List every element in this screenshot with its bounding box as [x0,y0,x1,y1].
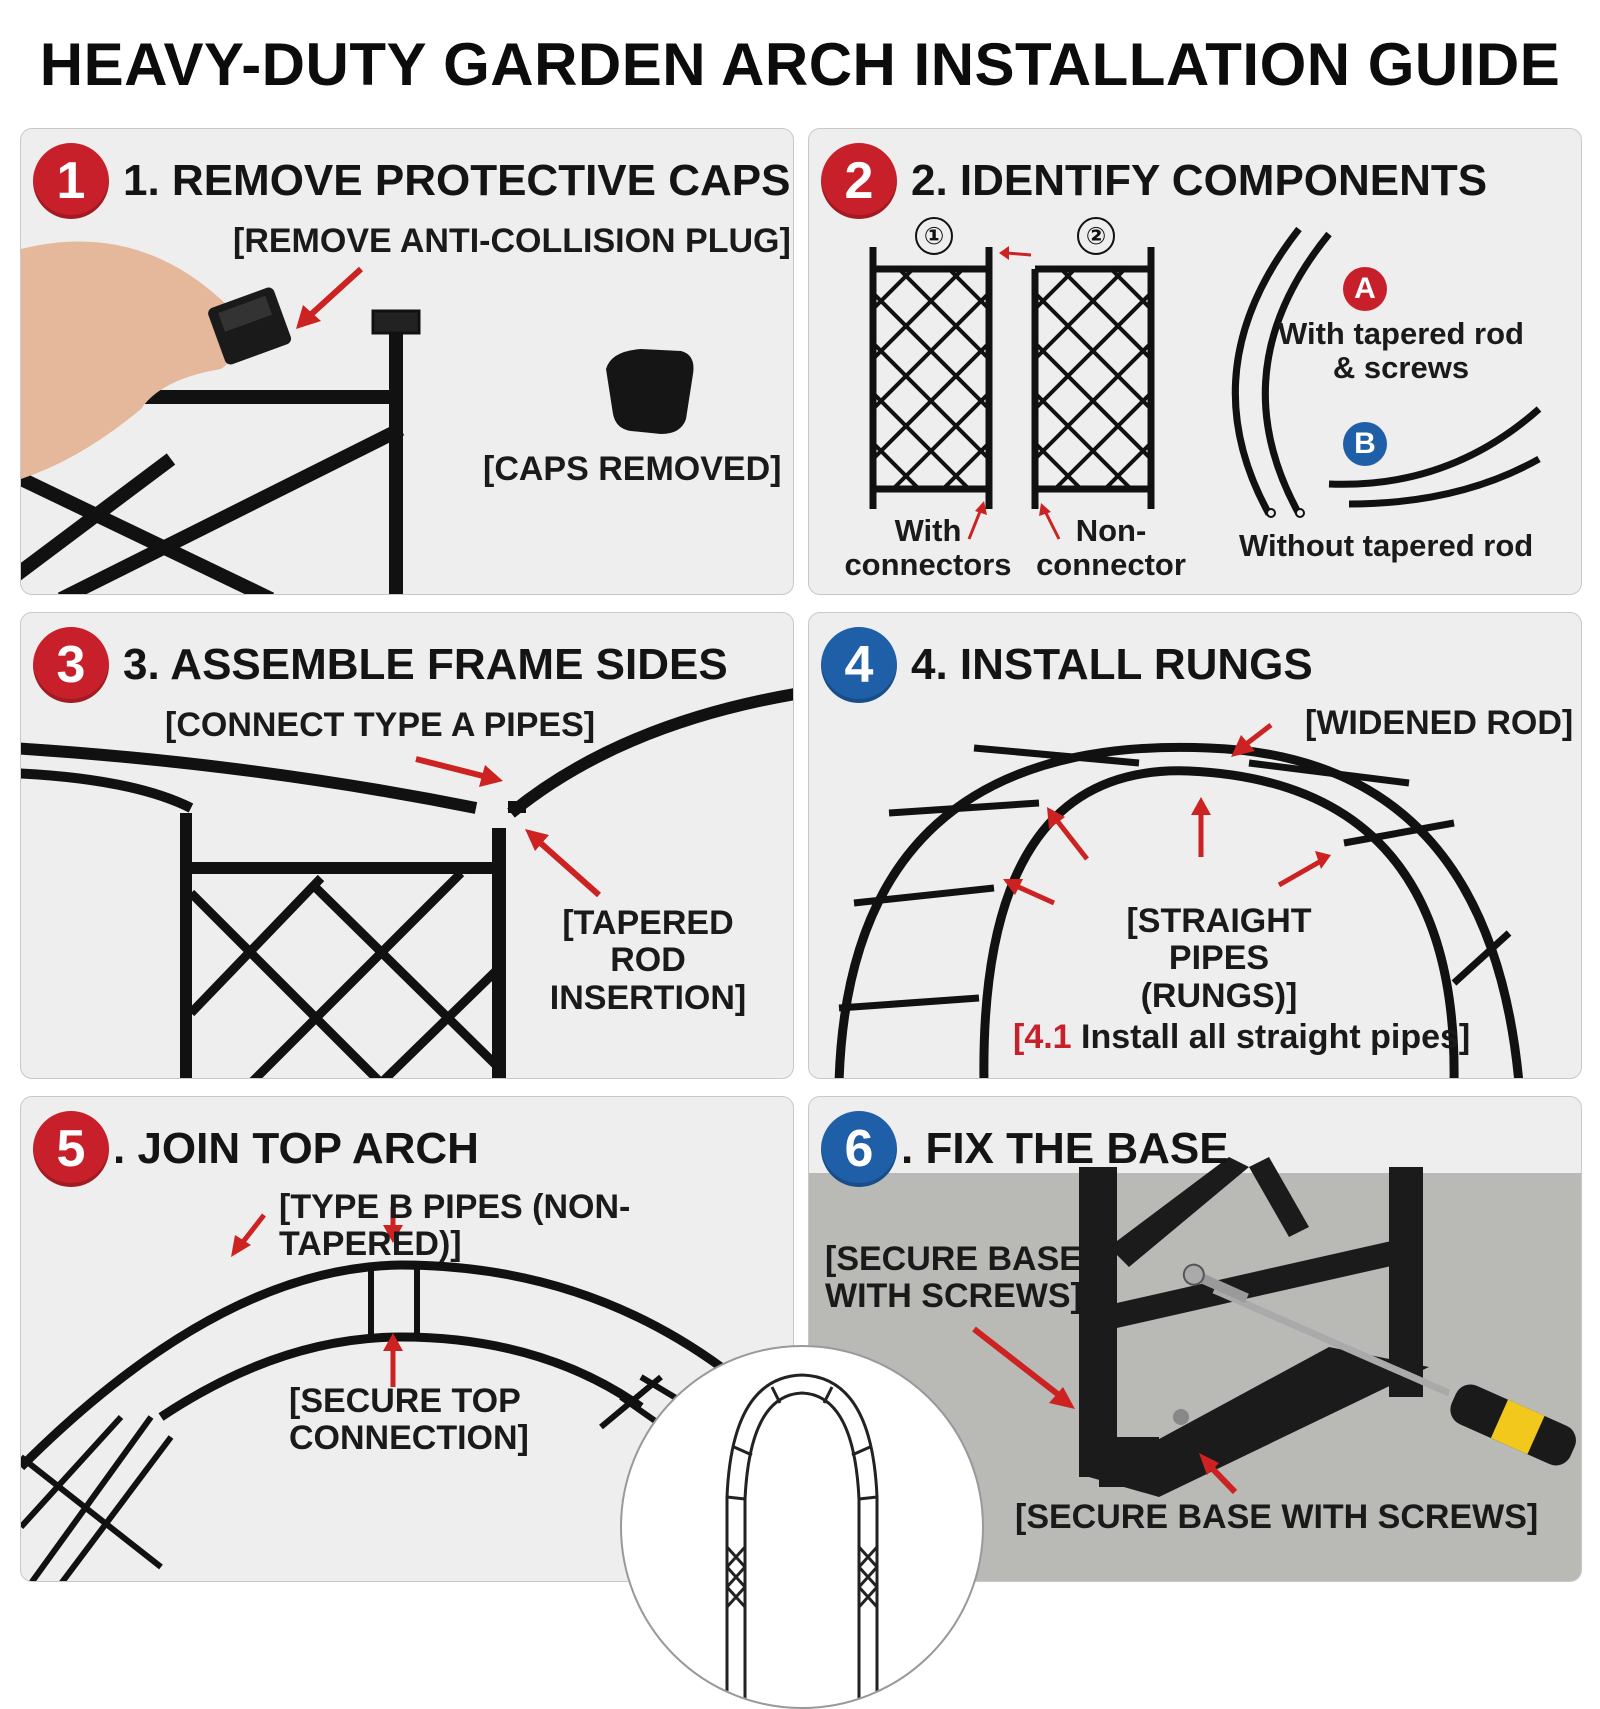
type-a-line-2: & screws [1332,350,1470,386]
finished-arch-inset [620,1345,984,1709]
non-connector-line-1: Non- [1075,513,1147,548]
step-3-illustration [21,688,793,1078]
step-1-panel: 1 1. REMOVE PROTECTIVE CAPS [REMOVE ANTI… [20,128,794,595]
secure-base-line-2: WITH SCREWS] [825,1277,1082,1316]
step-6-number-badge: 6 [821,1111,897,1187]
panel-1-marker: ① [915,217,953,255]
straight-pipes-line-1: [STRAIGHT PIPES [1126,902,1312,978]
secure-base-label: [SECURE BASE WITH SCREWS] [825,1240,1082,1316]
step-4-number-badge: 4 [821,627,897,703]
type-a-line-1: With tapered rod [1277,316,1524,351]
step-5-number-badge: 5 [33,1111,109,1187]
step-1-illustration [21,241,694,594]
step-6-heading: . FIX THE BASE [901,1124,1229,1173]
step-1-heading: 1. REMOVE PROTECTIVE CAPS [123,156,791,205]
page-title: HEAVY-DUTY GARDEN ARCH INSTALLATION GUID… [39,31,1561,98]
finished-arch-icon [725,1373,879,1707]
step-4-panel: 4 4. INSTALL RUNGS [WIDENED ROD] [STRAIG… [808,612,1582,1079]
with-connectors-line-1: With [894,513,962,548]
step-3-heading: 3. ASSEMBLE FRAME SIDES [123,640,728,689]
step-6-panel: 6 . FIX THE BASE [SECURE BASE WITH SCREW… [808,1096,1582,1582]
step-2-panel: 2 2. IDENTIFY COMPONENTS ① ② With connec… [808,128,1582,595]
type-a-badge: A [1343,267,1387,311]
substep-number: [4.1 [1013,1018,1072,1056]
type-b-badge: B [1343,422,1387,466]
step-3-panel: 3 3. ASSEMBLE FRAME SIDES [CONNECT TYPE … [20,612,794,1079]
step-5-heading: . JOIN TOP ARCH [113,1124,479,1173]
type-b-pipes-label: [TYPE B PIPES (NON-TAPERED)] [279,1188,631,1264]
secure-top-line-2: CONNECTION] [289,1419,529,1458]
secure-base-line-1: [SECURE BASE [825,1240,1082,1278]
tapered-rod-label: [TAPERED ROD INSERTION] [523,904,773,1017]
step-2-illustration [869,226,1542,540]
step-1-number-badge: 1 [33,143,109,219]
step-4-illustration [834,723,1523,1078]
secure-base-bottom-label: [SECURE BASE WITH SCREWS] [1015,1498,1539,1536]
install-all-label: [4.1 Install all straight pipes] [1013,1018,1471,1056]
step-2-number-badge: 2 [821,143,897,219]
widened-rod-label: [WIDENED ROD] [1305,704,1574,742]
caps-removed-label: [CAPS REMOVED] [483,450,782,488]
step-3-number-badge: 3 [33,627,109,703]
with-connectors-line-2: connectors [844,547,1012,583]
type-a-label: With tapered rod & screws [1271,316,1531,386]
step-4-heading: 4. INSTALL RUNGS [911,640,1313,689]
straight-pipes-line-2: (RUNGS)] [1140,976,1298,1015]
straight-pipes-label: [STRAIGHT PIPES (RUNGS)] [1079,902,1359,1015]
step-2-heading: 2. IDENTIFY COMPONENTS [911,156,1488,205]
tapered-rod-line-1: [TAPERED ROD [562,904,734,980]
non-connector-line-2: connector [1036,547,1186,583]
tapered-rod-line-2: INSERTION] [549,978,747,1017]
remove-plug-label: [REMOVE ANTI-COLLISION PLUG] [233,222,791,260]
panel-2-marker: ② [1077,217,1115,255]
substep-text: Install all straight pipes] [1071,1018,1471,1056]
secure-top-label: [SECURE TOP CONNECTION] [289,1382,529,1458]
secure-top-line-1: [SECURE TOP [289,1382,521,1420]
connect-type-a-label: [CONNECT TYPE A PIPES] [165,706,596,744]
step-6-illustration [972,1157,1576,1497]
with-connectors-label: With connectors [843,513,1013,583]
non-connector-label: Non- connector [1031,513,1191,583]
type-b-label: Without tapered rod [1239,528,1534,563]
